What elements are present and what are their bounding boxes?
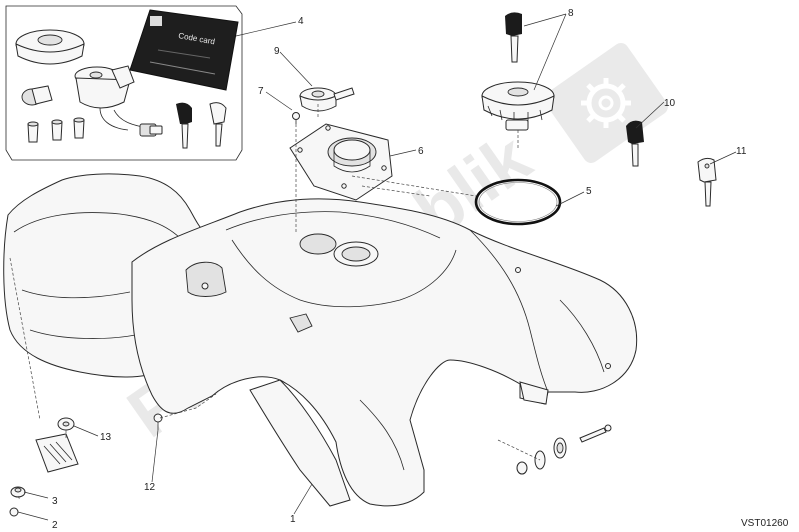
callout-2: 2 (52, 520, 58, 531)
callout-3: 3 (52, 496, 58, 507)
leader-lines (17, 13, 737, 521)
callout-labels: 1 2 3 4 5 6 7 8 9 10 11 12 13 (52, 8, 747, 531)
o-ring-gasket (474, 178, 562, 226)
filler-opening-left (299, 233, 337, 255)
callout-10: 10 (664, 98, 676, 109)
screw-2 (9, 507, 19, 517)
filler-cap (481, 81, 555, 131)
fuel-tank (3, 173, 638, 507)
callout-11: 11 (736, 146, 747, 157)
callout-7: 7 (258, 86, 264, 97)
ignition-switch (74, 65, 163, 137)
callout-4: 4 (298, 16, 304, 27)
grommet-3 (10, 486, 26, 498)
callout-12: 12 (144, 482, 156, 493)
key-11 (697, 157, 717, 207)
gear-icon (544, 43, 668, 163)
filler-flange (289, 123, 393, 201)
key-10 (626, 120, 644, 167)
inset-bushings (27, 117, 85, 143)
rubber-pad (35, 433, 79, 473)
callout-8: 8 (568, 8, 574, 19)
mounting-bolt (516, 424, 612, 475)
lock-kit-inset: Code card (5, 5, 243, 161)
callout-5: 5 (586, 186, 592, 197)
screw-12 (153, 413, 163, 430)
screw-7 (292, 112, 300, 124)
code-card: Code card (129, 9, 239, 91)
inset-keys (176, 102, 227, 149)
key-8 (505, 12, 522, 63)
reference-code: VST01260 (741, 518, 789, 529)
callout-13: 13 (100, 432, 112, 443)
callout-6: 6 (418, 146, 424, 157)
callout-1: 1 (290, 514, 296, 525)
washer-13 (57, 417, 75, 431)
lock-cylinder (21, 85, 53, 106)
inset-filler-cap (15, 29, 85, 65)
assembly-lines (9, 104, 541, 501)
breather-cap (299, 87, 355, 112)
callout-9: 9 (274, 46, 280, 57)
